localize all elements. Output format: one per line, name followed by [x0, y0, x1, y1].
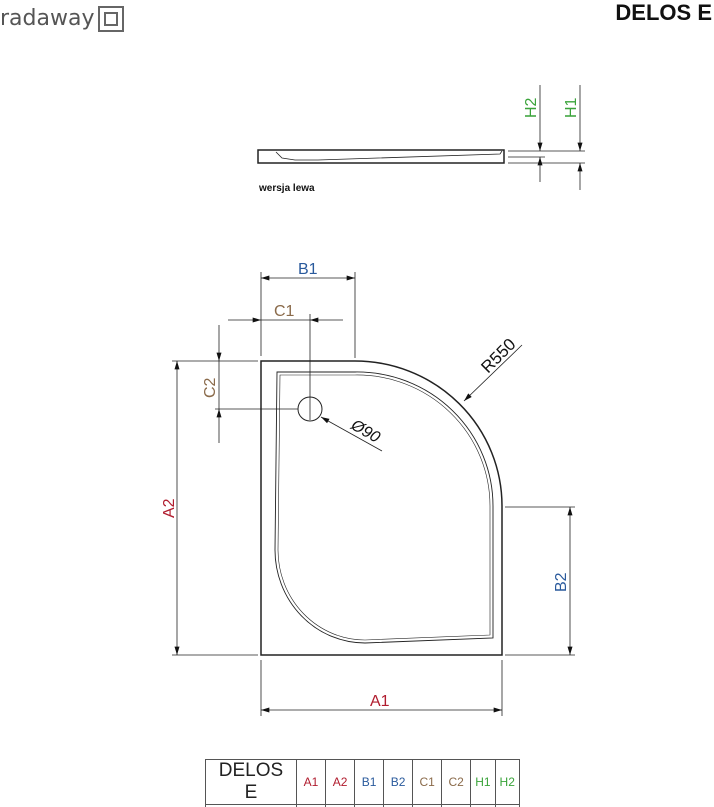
header-a2: A2 [325, 759, 356, 805]
h2-label: H2 [523, 97, 540, 118]
table-header-row: DELOS E A1 A2 B1 B2 C1 C2 H1 H2 [205, 759, 520, 805]
header-h1: H1 [470, 759, 496, 805]
model-name-cell: DELOS E [205, 759, 297, 805]
a2-label: A2 [161, 498, 178, 518]
value-h1: 45 [470, 804, 496, 807]
spec-table: DELOS E A1 A2 B1 B2 C1 C2 H1 H2 900x800 … [205, 759, 520, 807]
value-a1: 800 [295, 804, 327, 807]
value-b1: 250 [354, 804, 385, 807]
drain-diameter-label: Ø90 [347, 416, 383, 446]
value-b2: 350 [383, 804, 414, 807]
side-view-caption: wersja lewa [258, 183, 315, 194]
model-title: DELOS E [615, 0, 712, 25]
header-b1: B1 [354, 759, 385, 805]
dimension-lines [172, 272, 575, 716]
value-h2: 12 [494, 804, 520, 807]
header-b2: B2 [383, 759, 414, 805]
radius-label: R550 [477, 335, 519, 377]
value-c1: 180 [412, 804, 443, 807]
radius-leader [463, 344, 523, 402]
b2-label: B2 [553, 572, 570, 592]
h1-label: H1 [563, 97, 580, 118]
side-view [257, 85, 585, 190]
a1-label: A1 [370, 693, 390, 710]
b1-label: B1 [298, 261, 318, 278]
brand-logo: radaway [0, 4, 125, 32]
header-c1: C1 [412, 759, 443, 805]
tray-outline [260, 360, 503, 656]
value-a2: 900 [325, 804, 356, 807]
c1-label: C1 [274, 303, 295, 320]
header-c2: C2 [441, 759, 472, 805]
c2-label: C2 [202, 377, 219, 398]
drain-leader [320, 416, 383, 452]
logo-square-icon [98, 6, 125, 32]
logo-text: radaway [0, 5, 95, 31]
header-h2: H2 [494, 759, 520, 805]
header-a1: A1 [295, 759, 327, 805]
table-row: 900x800 800 900 250 350 180 180 45 12 [205, 804, 520, 807]
